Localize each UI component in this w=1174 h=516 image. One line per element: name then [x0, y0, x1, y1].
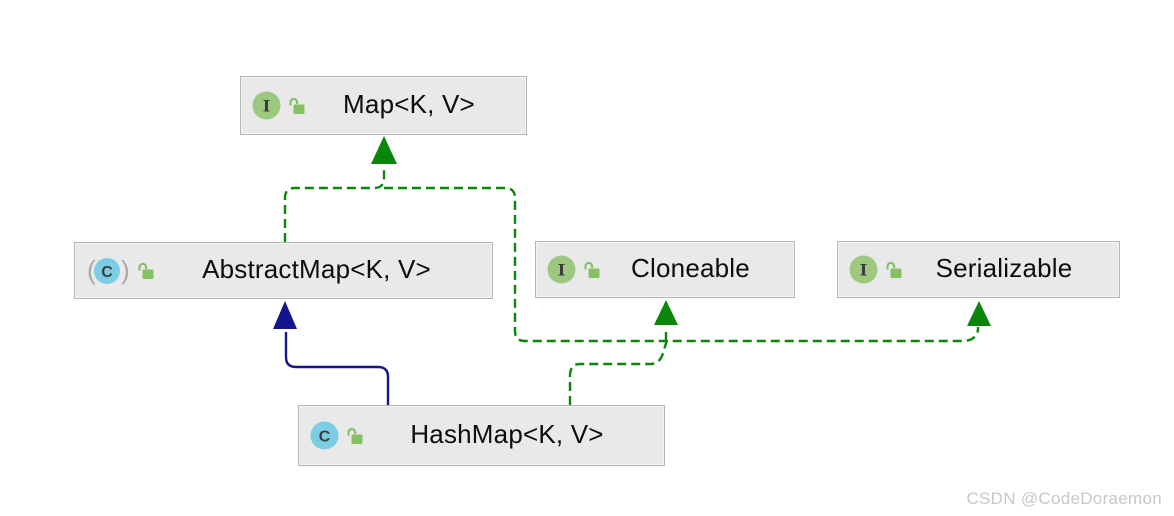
node-icon-group: ( C )	[86, 256, 155, 286]
svg-text:I: I	[263, 97, 270, 116]
open-lock-icon	[886, 261, 902, 278]
node-serializable[interactable]: I Serializable	[837, 241, 1120, 298]
edge-hashmap-extends-abstractmap	[284, 332, 390, 405]
node-label: Cloneable	[631, 253, 750, 283]
edge-hashmap-implements-branch	[568, 339, 669, 405]
node-map[interactable]: I Map<K, V>	[240, 76, 527, 135]
node-label: HashMap<K, V>	[410, 419, 604, 449]
node-icon-group: I	[252, 91, 306, 120]
svg-text:C: C	[319, 429, 331, 446]
svg-text:C: C	[101, 264, 113, 281]
arrowhead-serializable	[967, 301, 991, 326]
node-cloneable[interactable]: I Cloneable	[535, 241, 795, 298]
abstract-class-icon: ( C )	[87, 256, 130, 285]
open-lock-icon	[289, 97, 305, 114]
svg-text:(: (	[87, 256, 96, 285]
node-abstractmap[interactable]: ( C ) AbstractMap<K, V>	[74, 242, 493, 299]
svg-text:): )	[121, 256, 130, 285]
watermark: CSDN @CodeDoraemon	[966, 489, 1162, 508]
node-label: AbstractMap<K, V>	[202, 254, 431, 284]
node-hashmap[interactable]: C HashMap<K, V>	[298, 405, 665, 466]
interface-icon: I	[849, 255, 878, 284]
interface-icon: I	[252, 91, 281, 120]
arrowhead-cloneable	[654, 300, 678, 325]
node-label: Map<K, V>	[343, 89, 475, 119]
node-icon-group: I	[849, 255, 903, 284]
node-icon-group: I	[547, 255, 601, 284]
open-lock-icon	[138, 262, 154, 279]
svg-text:I: I	[558, 261, 565, 280]
interface-icon: I	[547, 255, 576, 284]
node-icon-group: C	[310, 421, 364, 450]
edge-abstractmap-implements-map	[283, 166, 386, 242]
open-lock-icon	[584, 261, 600, 278]
arrowhead-map	[371, 136, 397, 164]
class-icon: C	[310, 421, 339, 450]
node-label: Serializable	[935, 253, 1073, 283]
svg-text:I: I	[860, 261, 867, 280]
open-lock-icon	[347, 427, 363, 444]
arrowhead-abstractmap	[273, 301, 297, 329]
